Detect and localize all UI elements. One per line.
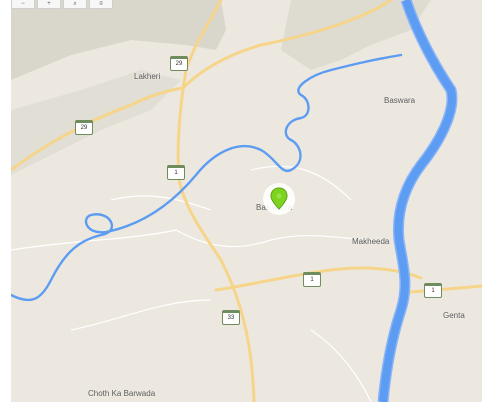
map-toolbar: − + ⌕ ≡ [11,0,115,9]
map-canvas[interactable]: Lakheri Baswara Bas warra Makheeda Genta… [11,0,482,402]
place-label-makheeda: Makheeda [352,237,390,246]
highway-north-south [176,0,256,402]
highways [11,0,482,402]
river-chambal-core [379,0,456,402]
terrain-patch-w [11,70,181,175]
search-button[interactable]: ⌕ [63,0,87,9]
route-shield-1: 1 [303,272,321,287]
route-shield-29: 29 [75,120,93,135]
highway-29-west [11,86,185,172]
zoom-in-button[interactable]: + [37,0,61,9]
location-marker[interactable] [262,182,296,216]
terrain-ridge-ne [281,0,431,70]
highway-29-east [181,0,393,90]
route-shield-1: 1 [167,165,185,180]
place-label-choth-ka-barwada: Choth Ka Barwada [88,389,156,398]
highway-1-far-east [409,284,482,294]
route-shield-33: 33 [222,310,240,325]
place-label-lakheri: Lakheri [134,72,161,81]
river-tributary [11,53,403,302]
map-base-layer [11,0,482,402]
layers-button[interactable]: ≡ [89,0,113,9]
place-label-baswara: Baswara [384,96,416,105]
zoom-out-button[interactable]: − [11,0,35,9]
map-pin-icon [263,183,295,215]
terrain-ridge-nw [11,0,226,80]
place-label-genta: Genta [443,311,465,320]
route-shield-1: 1 [424,283,442,298]
route-shield-29: 29 [170,56,188,71]
minor-roads [11,165,382,402]
